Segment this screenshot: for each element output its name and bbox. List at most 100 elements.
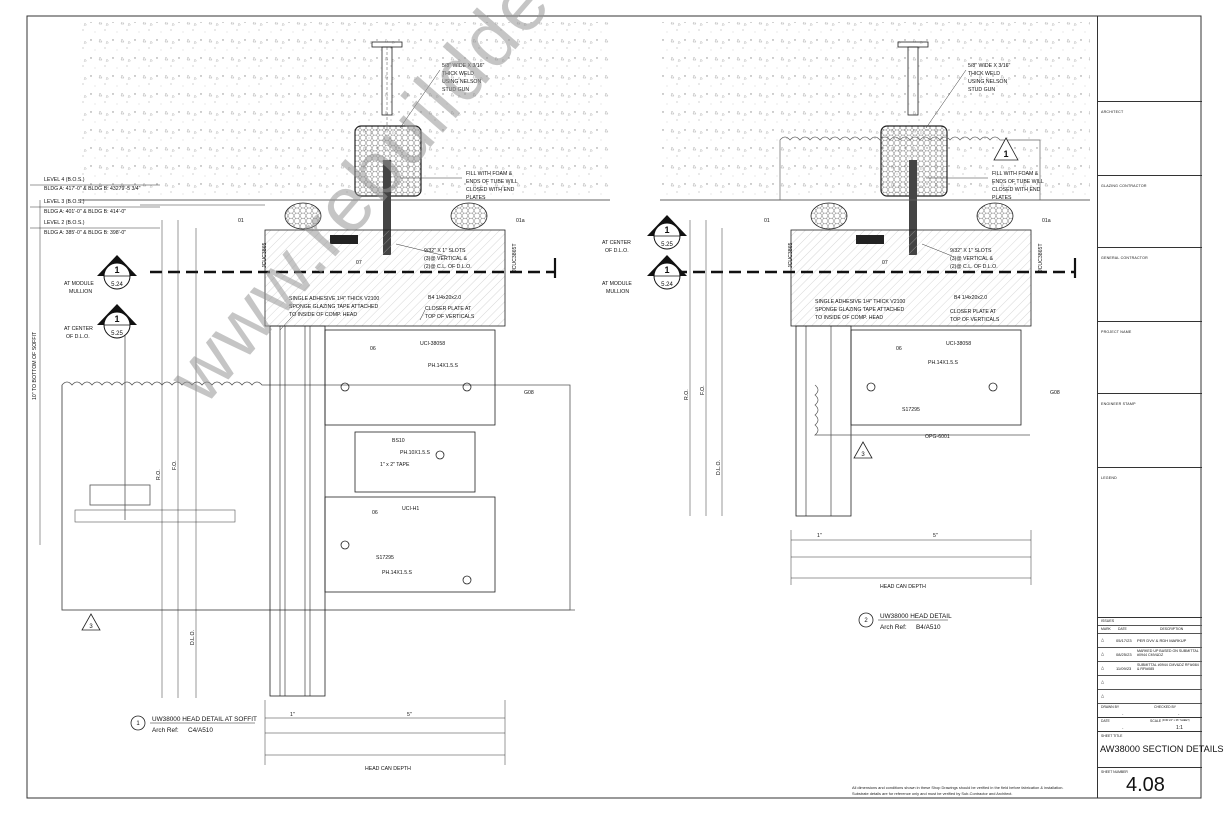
tag-jcuc: JCUC3865T [512, 243, 518, 272]
issue-mark-icon: △ [1101, 651, 1105, 656]
tag-g08: G08 [524, 390, 534, 396]
issue-row: △ [1098, 676, 1202, 690]
tag-ph: PH.10X1.5.S [400, 450, 431, 456]
level-3-elev: BLDG A: 401'-0" & BLDG B: 414'-0" [44, 209, 126, 215]
issues-title-row: ISSUES [1098, 618, 1202, 626]
tag-07: 07 [882, 260, 888, 266]
fo-label: F.O. [700, 385, 706, 395]
tag-g08: G08 [1050, 390, 1060, 396]
slot-note-line: (3)@ VERTICAL & [950, 256, 994, 262]
tag-01a: 01a [1042, 218, 1051, 224]
scale-note: (FOR 24" x 36" SHEET) [1162, 719, 1190, 722]
tb-glazing: GLAZING CONTRACTOR [1098, 176, 1202, 248]
foam-note-line: PLATES [466, 195, 486, 201]
marker-ref: 5.25 [661, 242, 673, 248]
title-number: 1 [136, 721, 140, 727]
sheet-number: 4.08 [1126, 774, 1165, 796]
right-marker-module [647, 255, 687, 290]
slot-note-line: 9/32" X 1" SLOTS [424, 248, 466, 254]
tag-jcuc: JCUC3865T [1038, 243, 1044, 272]
marker-number: 1 [664, 265, 669, 275]
foam-note-line: ENDS OF TUBE WILL [466, 179, 518, 185]
issue-mark-icon: △ [1101, 665, 1105, 670]
foam-note-line: CLOSED WITH END [466, 187, 515, 193]
level-2-label: LEVEL 2 (B.O.S.) [44, 220, 85, 226]
marker-number: 1 [114, 314, 119, 324]
foam-note-line: FILL WITH FOAM & [992, 171, 1039, 177]
tb-engineer: ENGINEER STAMP [1098, 394, 1202, 468]
center-dlo-label: OF D.L.O. [605, 248, 629, 254]
issue-desc: MARKED UP BASED ON SUBMITTAL #0944 CMV&D… [1137, 649, 1199, 657]
right-flag-triangle [993, 137, 1019, 161]
weld-note-line: 5/8" WIDE X 3/16" [442, 63, 484, 69]
dlo-label: D.L.O. [716, 460, 722, 475]
tb-architect: ARCHITECT [1098, 102, 1202, 176]
slot-note-line: 9/32" X 1" SLOTS [950, 248, 992, 254]
issue-mark-icon: △ [1101, 637, 1105, 642]
soffit-dimension: 10" TO BOTTOM OF SOFFIT [32, 331, 38, 400]
arch-ref: B4/A510 [916, 624, 941, 631]
dim-5: 5" [933, 533, 938, 539]
issue-date: 05/17/23 [1116, 638, 1132, 643]
tag-01: 01 [238, 218, 244, 224]
issues-header-mark: MARK [1101, 627, 1111, 631]
issues-label: ISSUES [1101, 619, 1115, 623]
marker-ref: 5.25 [111, 331, 123, 337]
level-2-elev: BLDG A: 385'-0" & BLDG B: 398'-0" [44, 230, 126, 236]
tape-note-line: SPONGE GLAZING TAPE ATTACHED [815, 307, 905, 313]
tb-legend-label: LEGEND [1101, 476, 1117, 480]
dim-1: 1" [290, 712, 295, 718]
weld-note-line: STUD GUN [442, 87, 469, 93]
issue-mark-icon: △ [1101, 693, 1105, 698]
module-mullion-label: MULLION [69, 289, 92, 295]
issues-table: ISSUES MARK DATE DESCRIPTION △ 05/17/23 … [1098, 618, 1202, 704]
tb-general: GENERAL CONTRACTOR [1098, 248, 1202, 322]
issue-desc: SUBMITTAL #0944 CMV&DZ RFI#084 & RFI#085 [1137, 663, 1199, 671]
foam-note-line: FILL WITH FOAM & [466, 171, 513, 177]
module-mullion-label: AT MODULE [602, 281, 632, 287]
arch-ref-label: Arch Ref: [152, 727, 179, 734]
tag-06: 06 [372, 510, 378, 516]
tag-s17295: S17295 [902, 407, 920, 413]
right-detail-title: UW38000 HEAD DETAIL [880, 613, 952, 620]
tape-note-line: SINGLE ADHESIVE 1/4" THICK V2100 [289, 296, 379, 302]
tag-angle: B4 1/4x20x2.0 [428, 295, 461, 301]
tag-tape: 1" x 2" TAPE [380, 462, 410, 468]
tb-date-row: DATE - SCALE (FOR 24" x 36" SHEET) 1:1 [1098, 718, 1202, 732]
right-marker-center [647, 215, 687, 250]
left-marker-center [97, 304, 137, 339]
weld-note-line: THICK WELD [442, 71, 474, 77]
arch-ref: C4/A510 [188, 727, 213, 734]
marker-ref: 5.24 [661, 282, 673, 288]
tb-project-label: PROJECT NAME [1101, 330, 1132, 334]
arch-ref-label: Arch Ref: [880, 624, 907, 631]
weld-note-line: STUD GUN [968, 87, 995, 93]
tag-01: 01 [764, 218, 770, 224]
tag-uci: UCI-38058 [420, 341, 445, 347]
issues-header-row: MARK DATE DESCRIPTION [1098, 626, 1202, 634]
tag-06: 06 [370, 346, 376, 352]
tag-bstop: BS10 [392, 438, 405, 444]
head-can-depth: HEAD CAN DEPTH [880, 584, 926, 590]
tag-jcuc: JCUC3865 [788, 243, 794, 268]
slot-note-line: (2)@ C.L. OF D.L.O. [424, 264, 472, 270]
ro-label: R.O. [684, 389, 690, 400]
date-label: DATE [1101, 719, 1110, 723]
issue-date: 08/25/23 [1116, 652, 1132, 657]
footnote-line: Substrate details are for reference only… [852, 791, 1012, 796]
module-mullion-label: AT MODULE [64, 281, 94, 287]
tag-ph: PH.14X1.5.S [428, 363, 459, 369]
right-callout-triangle [853, 441, 873, 459]
tag-uci: UCI-38058 [946, 341, 971, 347]
center-dlo-label: AT CENTER [602, 240, 631, 246]
level-4-label: LEVEL 4 (B.O.S.) [44, 177, 85, 183]
tb-sheet-number: SHEET NUMBER 4.08 [1098, 768, 1202, 798]
tag-ph: PH.14X1.5.S [928, 360, 959, 366]
issue-row: △ 08/25/23 MARKED UP BASED ON SUBMITTAL … [1098, 648, 1202, 662]
tape-note-line: TO INSIDE OF COMP. HEAD [289, 312, 357, 318]
tb-legend: LEGEND [1098, 468, 1202, 618]
center-dlo-label: OF D.L.O. [66, 334, 90, 340]
flag-number: 1 [1003, 149, 1008, 159]
title-block: ARCHITECT GLAZING CONTRACTOR GENERAL CON… [1097, 16, 1224, 798]
